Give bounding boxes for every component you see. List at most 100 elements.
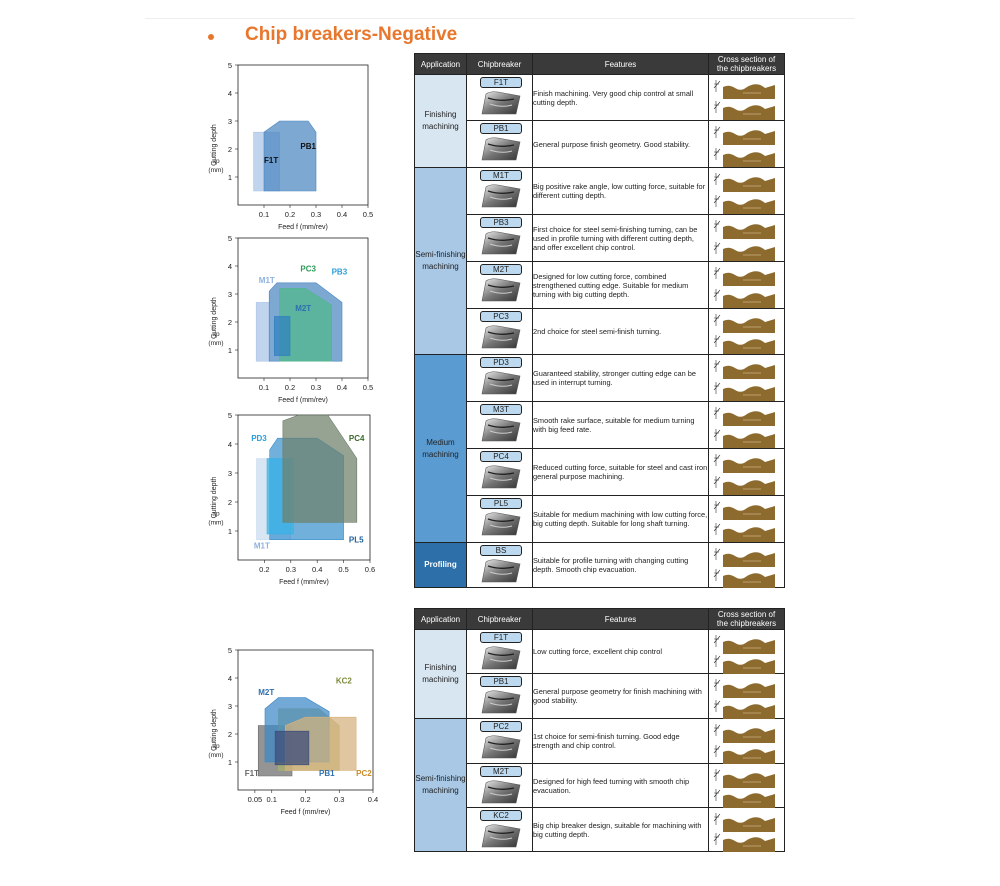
insert-image-icon: [481, 91, 521, 115]
chipbreaker-code: KC2: [480, 810, 522, 821]
cross-section-diagram-icon: [713, 80, 775, 99]
cross-section-diagram-icon: [713, 501, 775, 520]
series-area-m2t: [274, 316, 291, 356]
y-tick-label: 2: [228, 498, 232, 507]
y-tick-label: 3: [228, 469, 232, 478]
series-label: PC4: [349, 434, 365, 443]
y-axis-unit: (mm): [208, 167, 223, 174]
series-label: M1T: [259, 276, 275, 285]
cross-section-diagram-icon: [713, 548, 775, 567]
y-axis-symbol: ap: [212, 158, 220, 165]
x-tick-label: 0.4: [337, 383, 347, 392]
chipbreaker-cell: PC3: [466, 308, 533, 355]
x-tick-label: 0.5: [338, 565, 348, 574]
chipbreaker-cell: F1T: [466, 74, 533, 121]
cross-section-diagram-icon: [713, 724, 775, 743]
cross-section-diagram-icon: [713, 314, 775, 333]
cross-section-cell: [708, 261, 785, 309]
y-tick-label: 1: [228, 527, 232, 536]
insert-image-icon: [481, 465, 521, 489]
cross-section-diagram-icon: [713, 655, 775, 674]
x-tick-label: 0.05: [248, 795, 263, 804]
chipbreaker-cell: PC2: [466, 718, 533, 764]
chipbreaker-code: BS: [480, 545, 522, 556]
cross-section-cell: [708, 673, 785, 719]
y-axis-unit: (mm): [208, 752, 223, 759]
insert-image-icon: [481, 231, 521, 255]
y-axis-symbol: ap: [212, 743, 220, 750]
feature-text: Suitable for profile turning with changi…: [532, 542, 709, 588]
x-tick-label: 0.1: [259, 383, 269, 392]
insert-image-icon: [481, 559, 521, 583]
y-axis-symbol: ap: [212, 331, 220, 338]
x-tick-label: 0.1: [259, 210, 269, 219]
cross-section-diagram-icon: [713, 789, 775, 808]
y-tick-label: 2: [228, 318, 232, 327]
feature-text: Smooth rake surface, suitable for medium…: [532, 401, 709, 449]
cross-section-diagram-icon: [713, 523, 775, 542]
feature-text: Designed for high feed turning with smoo…: [532, 763, 709, 808]
x-tick-label: 0.2: [300, 795, 310, 804]
cross-section-diagram-icon: [713, 126, 775, 145]
table-row: PB1 General purpose geometry for finish m…: [415, 673, 785, 719]
chipbreaker-code: M1T: [480, 170, 522, 181]
chipbreaker-code: PC2: [480, 721, 522, 732]
cross-section-diagram-icon: [713, 769, 775, 788]
header-chipbreaker: Chipbreaker: [466, 53, 533, 75]
cross-section-diagram-icon: [713, 679, 775, 698]
y-tick-label: 2: [228, 145, 232, 154]
cross-section-cell: [708, 308, 785, 355]
chipbreaker-cell: BS: [466, 542, 533, 588]
insert-image-icon: [481, 512, 521, 536]
top-divider: [145, 18, 855, 19]
feature-text: 2nd choice for steel semi-finish turning…: [532, 308, 709, 355]
x-tick-label: 0.4: [337, 210, 347, 219]
cross-section-diagram-icon: [713, 833, 775, 852]
y-tick-label: 3: [228, 702, 232, 711]
y-tick-label: 5: [228, 646, 232, 655]
y-axis-label: Cutting depth: [211, 477, 218, 519]
y-tick-label: 4: [228, 89, 232, 98]
chipbreaker-cell: M1T: [466, 167, 533, 215]
cross-section-diagram-icon: [713, 476, 775, 495]
x-tick-label: 0.2: [285, 383, 295, 392]
insert-image-icon: [481, 824, 521, 848]
series-label: F1T: [264, 156, 278, 165]
feature-text: Low cutting force, excellent chip contro…: [532, 629, 709, 674]
cross-section-diagram-icon: [713, 635, 775, 654]
chipbreaker-code: PL5: [480, 498, 522, 509]
insert-image-icon: [481, 184, 521, 208]
chipbreaker-cell: M3T: [466, 401, 533, 449]
x-tick-label: 0.2: [259, 565, 269, 574]
cross-section-diagram-icon: [713, 700, 775, 719]
feature-text: General purpose geometry for finish mach…: [532, 673, 709, 719]
y-axis-unit: (mm): [208, 520, 223, 527]
chipbreaker-code: PC4: [480, 451, 522, 462]
cross-section-cell: [708, 214, 785, 262]
cross-section-cell: [708, 763, 785, 808]
y-tick-label: 2: [228, 730, 232, 739]
x-tick-label: 0.5: [363, 383, 373, 392]
chipbreaker-code: PB1: [480, 676, 522, 687]
series-label: PB1: [319, 769, 335, 778]
x-axis-label: Feed f (mm/rev): [278, 224, 328, 231]
table-header-row: Application Chipbreaker Features Cross s…: [414, 53, 785, 75]
y-tick-label: 5: [228, 411, 232, 420]
x-tick-label: 0.5: [363, 210, 373, 219]
cross-section-cell: [708, 495, 785, 543]
